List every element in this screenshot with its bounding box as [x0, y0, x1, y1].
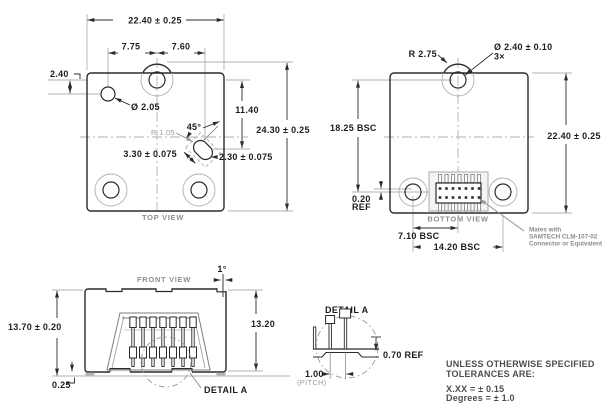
tolerance-note-line4: Degrees = ± 1.0: [446, 393, 515, 403]
top-view: 22.40 ± 0.25 7.75 7.60 2.40 Ø 2.05 11.40…: [48, 14, 310, 222]
angled-slot: [185, 132, 221, 168]
mount-hole-right: [494, 183, 512, 201]
standoff-pad-left: [85, 372, 95, 376]
connector-note-line1: Mates with: [529, 227, 561, 234]
boss-hole: [148, 71, 166, 89]
pilot-hole: [100, 86, 116, 102]
bottom-connector: [428, 171, 489, 212]
mount-hole-right: [190, 181, 208, 199]
connector-pins: [438, 187, 481, 199]
detail-a-indicator-circle: [140, 336, 192, 388]
detail-pins: [312, 308, 352, 350]
front-view-label: FRONT VIEW: [137, 275, 191, 284]
bottom-view: R 2.75 Ø 2.40 ± 0.10 3× 18.25 BSC 22.40 …: [330, 42, 603, 252]
dim-hole-edge-offset: 2.40: [50, 69, 69, 79]
dim-slot-vertical-offset: 11.40: [235, 105, 259, 115]
top-view-label: TOP VIEW: [142, 213, 184, 222]
tolerance-note: UNLESS OTHERWISE SPECIFIED TOLERANCES AR…: [446, 359, 595, 403]
connector-note-line3: Connector or Equivalent: [529, 241, 603, 248]
dim-bottom-overall-width: 22.40 ± 0.25: [547, 131, 601, 141]
dim-pitch-caption: (PITCH): [297, 378, 327, 387]
tolerance-note-line1: UNLESS OTHERWISE SPECIFIED: [446, 359, 595, 369]
dim-mount-hole-qty: 3×: [494, 52, 505, 62]
front-view: FRONT VIEW 13.70 ± 0.20 13.20 0.25 1° DE…: [8, 264, 290, 395]
dim-front-overall-height: 13.70 ± 0.20: [8, 322, 62, 332]
dim-front-body-height: 13.20: [251, 319, 275, 329]
boss-top-arc: [142, 63, 172, 74]
front-pins: [129, 316, 197, 367]
dim-boss-radius: R 2.75: [409, 49, 437, 59]
dim-top-overall-width: 22.40 ± 0.25: [128, 16, 182, 26]
tolerance-note-line2: TOLERANCES ARE:: [446, 369, 535, 379]
dim-slot-angle: 45°: [187, 122, 202, 132]
standoff-pad-right: [216, 372, 226, 376]
bottom-view-label: BOTTOM VIEW: [427, 215, 489, 224]
top-view-body: [86, 72, 225, 212]
tolerance-note-line3: X.XX = ± 0.15: [446, 384, 504, 394]
dim-hole-span-horizontal: 14.20 BSC: [434, 242, 481, 252]
connector-note-line2: SAMTECH CLM-107-02: [529, 234, 598, 241]
dim-slot-length: 3.30 ± 0.075: [123, 149, 177, 159]
dim-hole-span-vertical: 18.25 BSC: [330, 123, 377, 133]
bottom-view-body: [389, 72, 529, 214]
connector-housing: [106, 312, 211, 371]
dim-ref-offset-value: 0.20: [352, 194, 371, 204]
dim-ref-offset-unit: REF: [352, 202, 371, 212]
dim-slot-radius: R 1.05: [151, 128, 175, 137]
dim-lead-ref: 0.70 REF: [383, 350, 424, 360]
dim-top-overall-height: 24.30 ± 0.25: [256, 125, 310, 135]
dim-offset-right: 7.60: [172, 42, 191, 52]
mount-hole-left: [404, 183, 422, 201]
dim-slot-width: 2.30 ± 0.075: [219, 152, 273, 162]
dim-connector-offset: 7.10 BSC: [398, 231, 440, 241]
dim-standoff-height: 0.25: [52, 380, 71, 390]
detail-a-view: DETAIL A 1.00 (PITCH) 0.70 REF: [297, 305, 424, 387]
boss-hole: [449, 71, 467, 89]
dim-draft-angle: 1°: [217, 264, 226, 274]
detail-a-callout: DETAIL A: [204, 385, 248, 395]
front-view-body: [84, 288, 227, 373]
dim-offset-left: 7.75: [122, 42, 141, 52]
dim-hole-diameter: Ø 2.05: [131, 102, 160, 112]
dim-mount-hole-diameter: Ø 2.40 ± 0.10: [494, 42, 552, 52]
dim-pitch-value: 1.00: [305, 369, 324, 379]
mount-hole-left: [102, 181, 120, 199]
base-profile: [313, 351, 379, 358]
